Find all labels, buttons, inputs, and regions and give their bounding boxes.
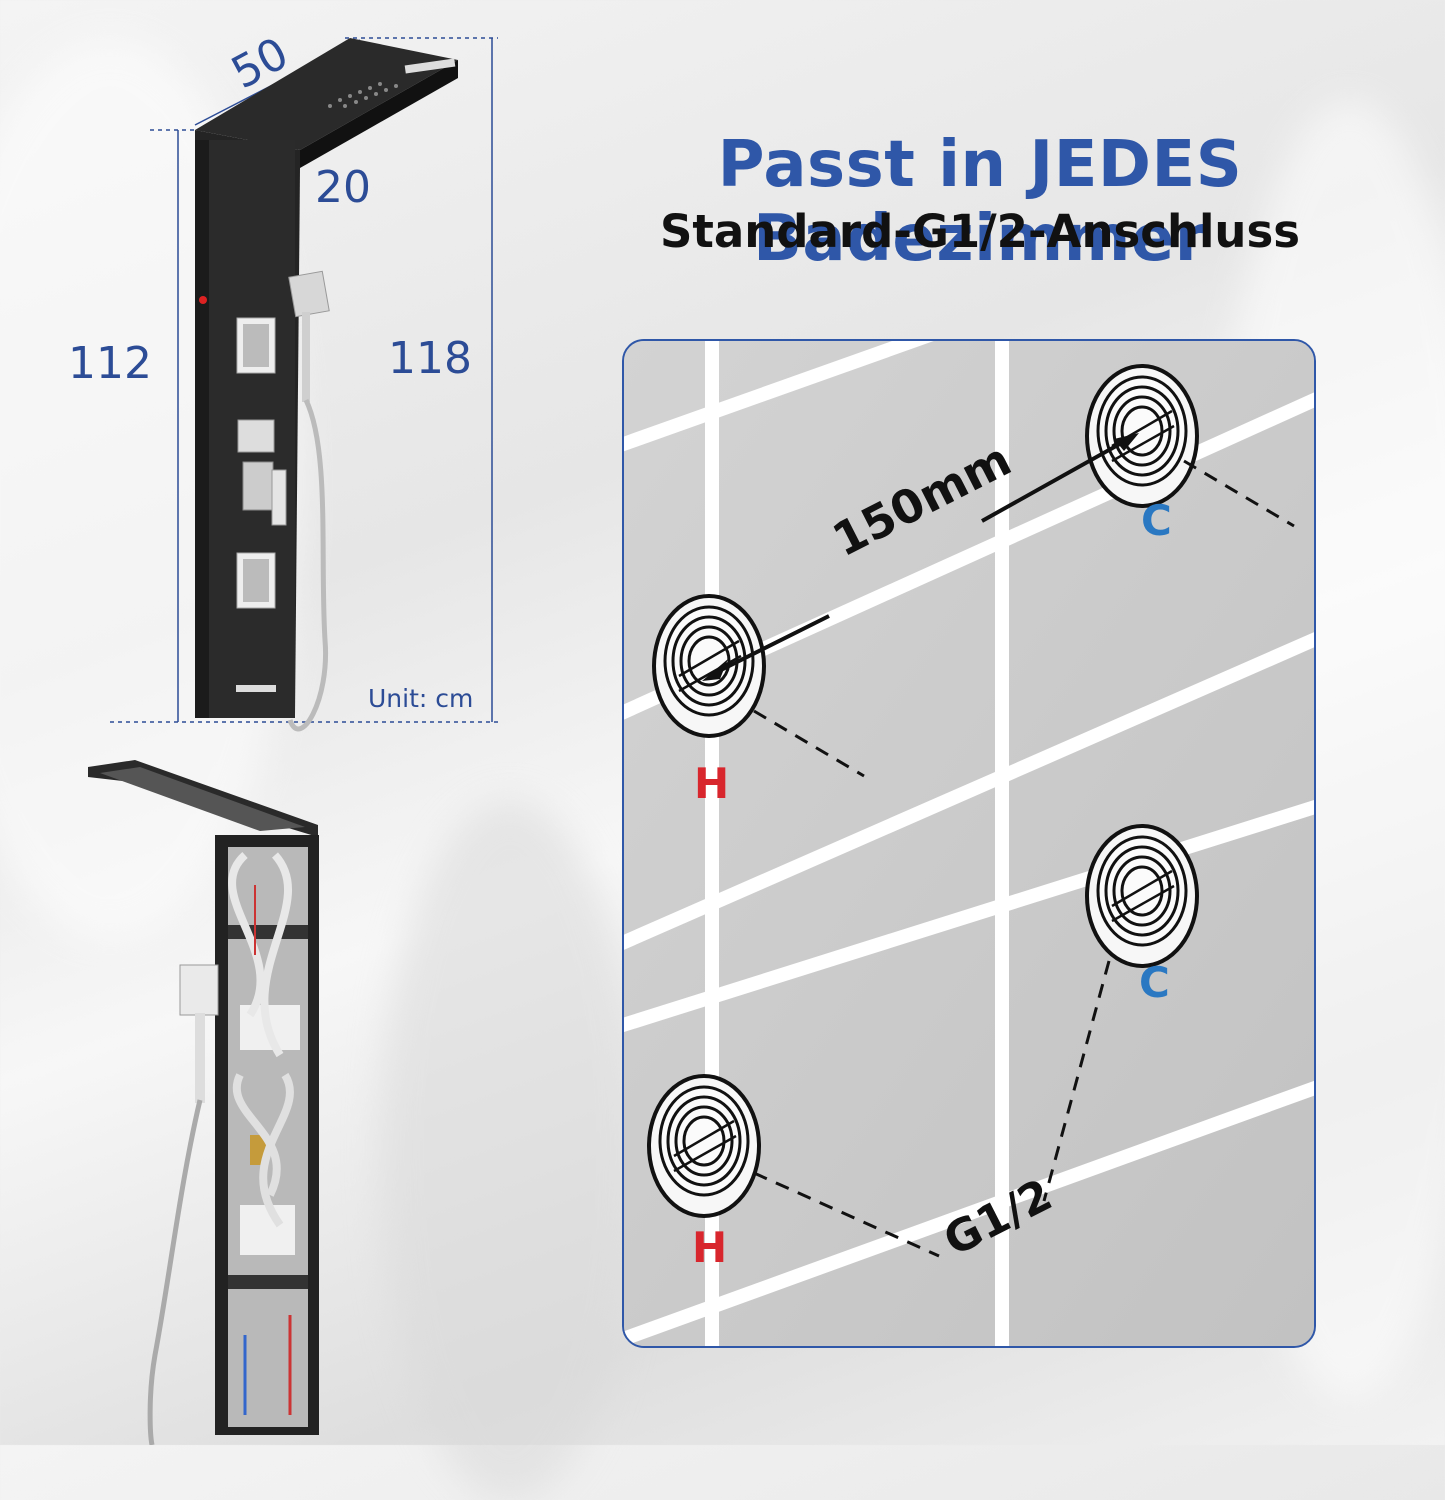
cold-label-bottom: C xyxy=(1139,958,1170,1007)
connection-diagram-panel: 150mm G1/2 H C H C xyxy=(622,339,1316,1348)
dimension-total-height: 118 xyxy=(388,333,472,384)
cold-label-top: C xyxy=(1141,496,1172,545)
dimension-panel-height: 112 xyxy=(68,338,152,389)
panel-back-illustration xyxy=(88,760,319,1445)
headline-subtitle: Standard-G1/2-Anschluss xyxy=(659,205,1301,258)
dimension-depth: 20 xyxy=(315,162,371,213)
shower-panel-illustration xyxy=(110,37,500,732)
hot-label-bottom: H xyxy=(692,1223,728,1272)
tile-wall-diagram xyxy=(624,341,1314,1346)
headline-title: Passt in JEDES Badezimmer xyxy=(717,128,1243,276)
unit-label: Unit: cm xyxy=(368,684,474,713)
hot-label-top: H xyxy=(694,759,730,808)
